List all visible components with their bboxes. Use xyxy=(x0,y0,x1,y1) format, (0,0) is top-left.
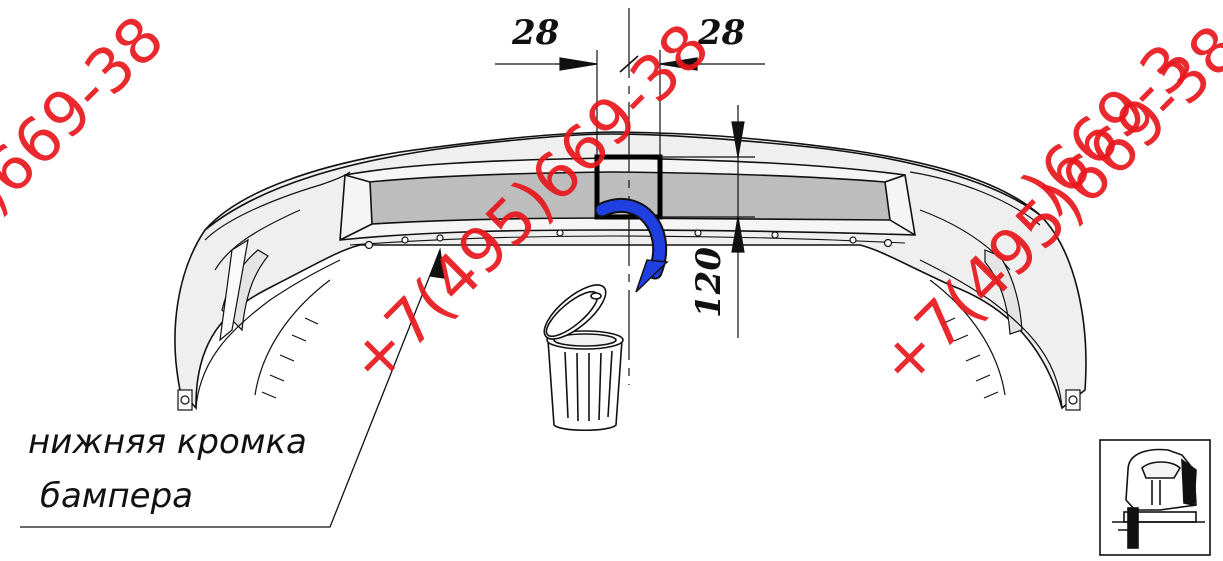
bumper-top-edge xyxy=(204,133,1041,231)
trash-can-icon xyxy=(543,284,624,431)
callout-leader xyxy=(20,247,445,528)
bumper-lower-edge-holes xyxy=(364,229,893,250)
bumper-left-side xyxy=(177,171,351,411)
callout-label-line1: нижняя кромка xyxy=(28,422,307,462)
watermark-top-left: )669-38 xyxy=(0,2,178,226)
dim-left-width: 28 xyxy=(511,13,559,53)
dim-right-width: 28 xyxy=(697,13,745,53)
jigsaw-icon xyxy=(1112,448,1205,549)
bumper-right-side xyxy=(909,171,1081,411)
dim-height: 120 xyxy=(689,247,729,318)
dimension-lines xyxy=(495,8,765,385)
curved-arrow-icon xyxy=(594,197,669,293)
callout-label-line2: бампера xyxy=(40,476,193,516)
tool-box xyxy=(1099,439,1211,556)
